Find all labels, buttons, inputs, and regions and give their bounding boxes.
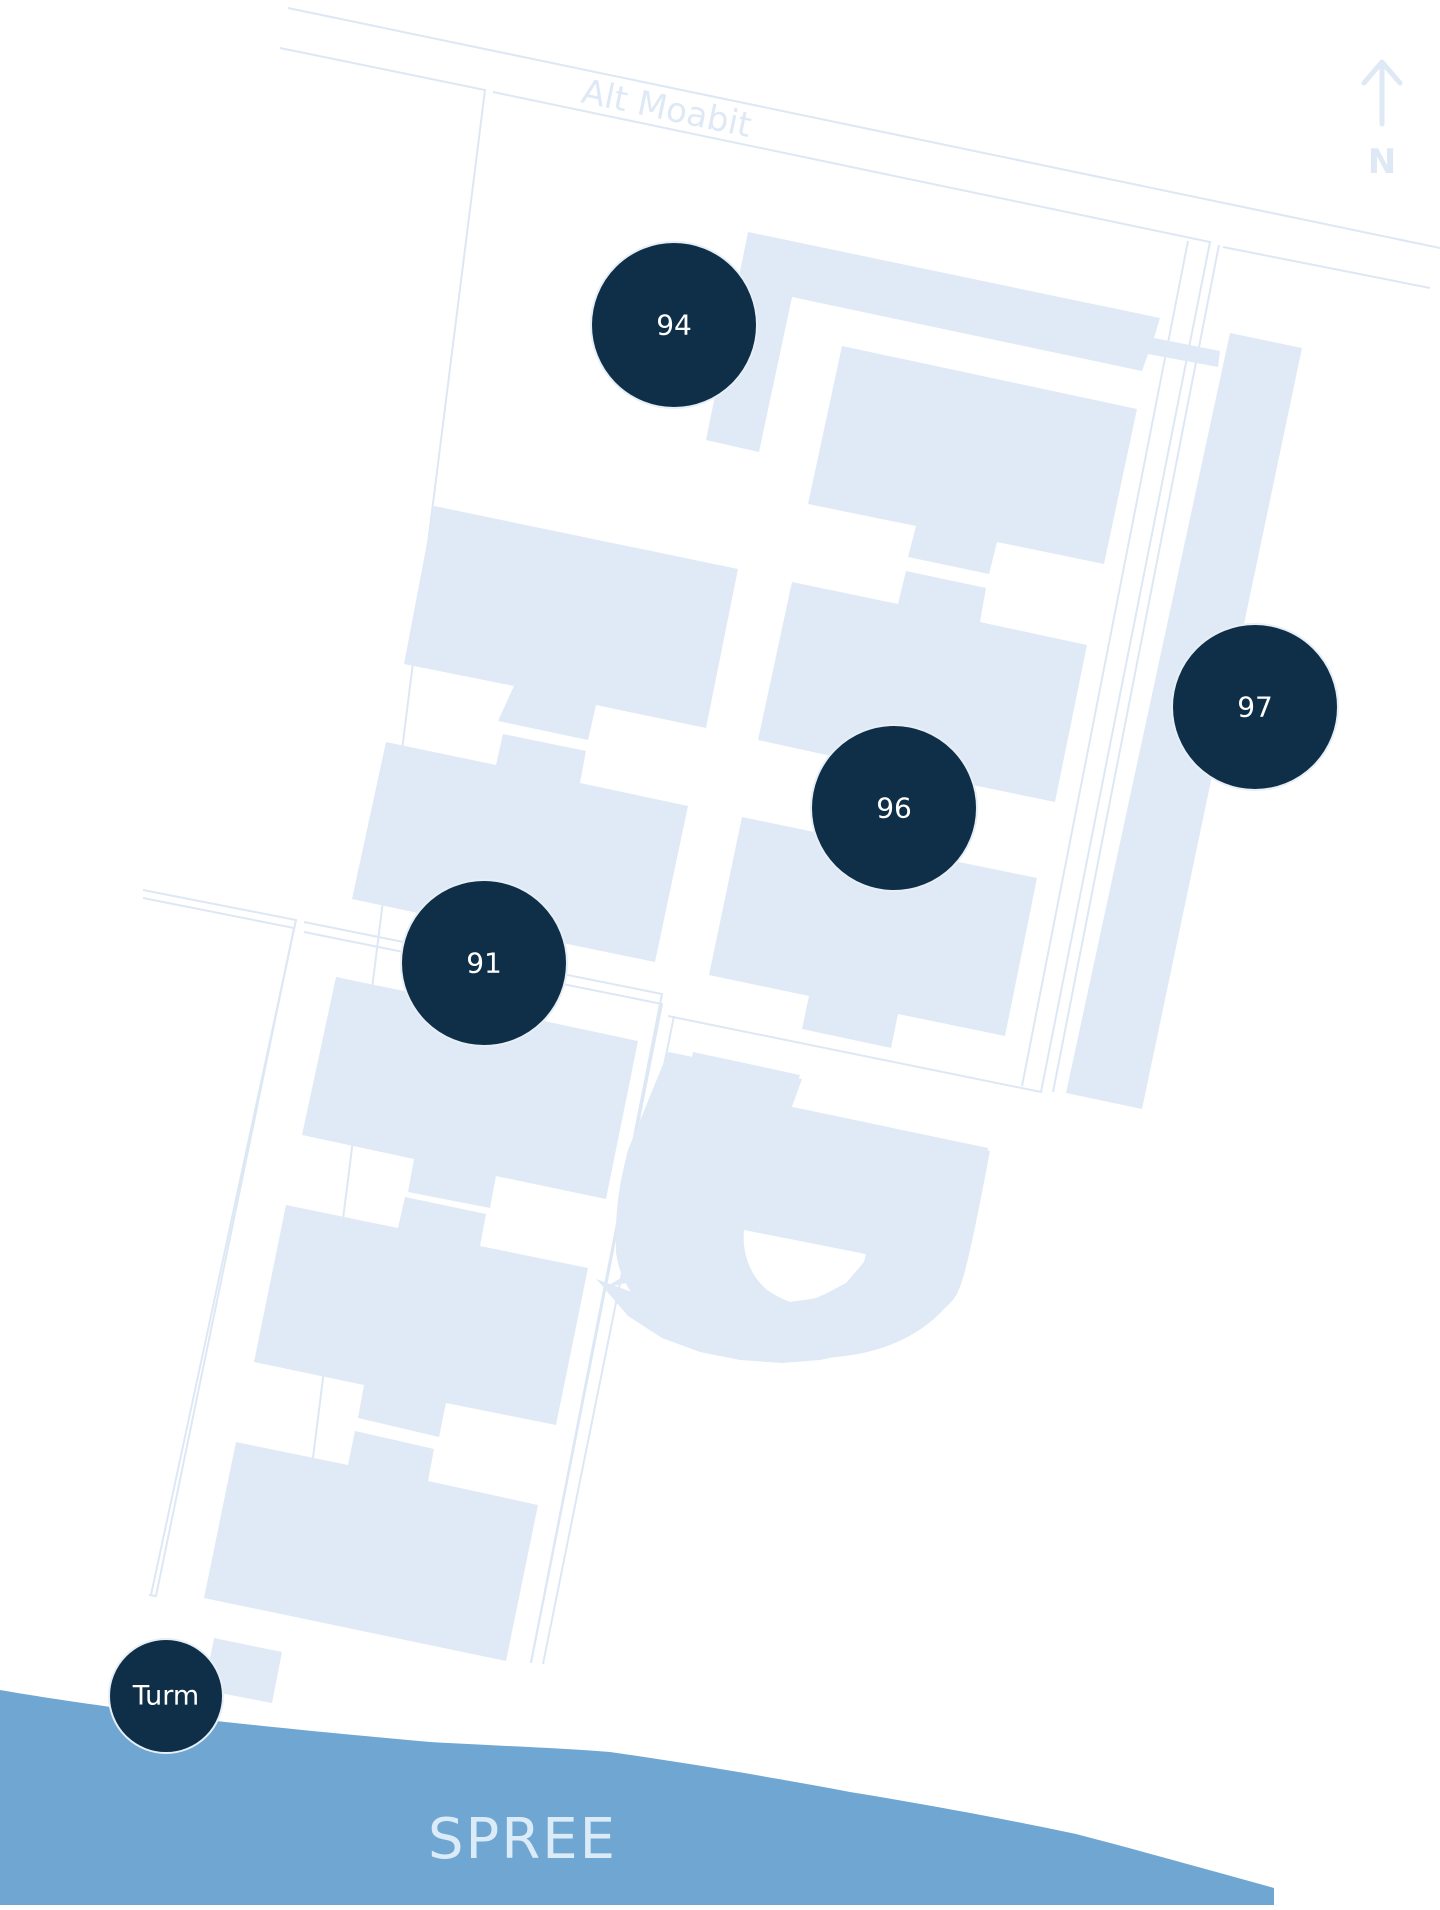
street-inner-loop <box>492 91 1212 1094</box>
building-block-lower-left-2 <box>254 1197 588 1437</box>
building-block-lower-left-1 <box>302 968 638 1208</box>
buildings <box>204 232 1302 1703</box>
street-west-inner-double <box>142 897 296 1598</box>
street-alt-moabit-north-edge <box>287 7 1440 249</box>
marker-97-circle[interactable] <box>1171 623 1339 791</box>
street-east-segment <box>1222 246 1431 289</box>
building-block-left-upper <box>404 506 738 740</box>
marker-91-label: 91 <box>466 947 502 980</box>
marker-turm-circle[interactable] <box>108 1638 224 1754</box>
marker-91[interactable]: 91 <box>400 879 568 1047</box>
north-arrow-icon: N <box>1361 59 1403 182</box>
building-block-lower-left-3 <box>204 1431 538 1661</box>
building-94 <box>706 232 1220 452</box>
marker-94-label: 94 <box>656 309 692 342</box>
street-east-inner-2 <box>1021 240 1189 1087</box>
marker-91-circle[interactable] <box>400 879 568 1047</box>
marker-97-label: 97 <box>1237 691 1273 724</box>
river-label-spree: SPREE <box>428 1807 617 1872</box>
street-west-inner <box>142 889 298 1596</box>
river-spree-shape <box>0 1690 1274 1905</box>
marker-turm[interactable]: Turm <box>108 1638 224 1754</box>
marker-96-label: 96 <box>876 792 912 825</box>
marker-94-circle[interactable] <box>590 241 758 409</box>
marker-96-circle[interactable] <box>810 724 978 892</box>
marker-94[interactable]: 94 <box>590 241 758 409</box>
north-arrow-shape <box>1361 59 1403 127</box>
building-block-center <box>709 806 1037 1048</box>
marker-96[interactable]: 96 <box>810 724 978 892</box>
building-block-upper-right <box>808 346 1137 574</box>
building-turm-small <box>204 1638 282 1703</box>
river-spree <box>0 1690 1274 1905</box>
marker-turm-label: Turm <box>132 1681 199 1712</box>
street-east-inner <box>1052 244 1220 1093</box>
street-label-alt-moabit: Alt Moabit <box>578 72 755 146</box>
building-block-d-shape <box>616 1052 990 1358</box>
north-label: N <box>1368 142 1396 182</box>
marker-97[interactable]: 97 <box>1171 623 1339 791</box>
